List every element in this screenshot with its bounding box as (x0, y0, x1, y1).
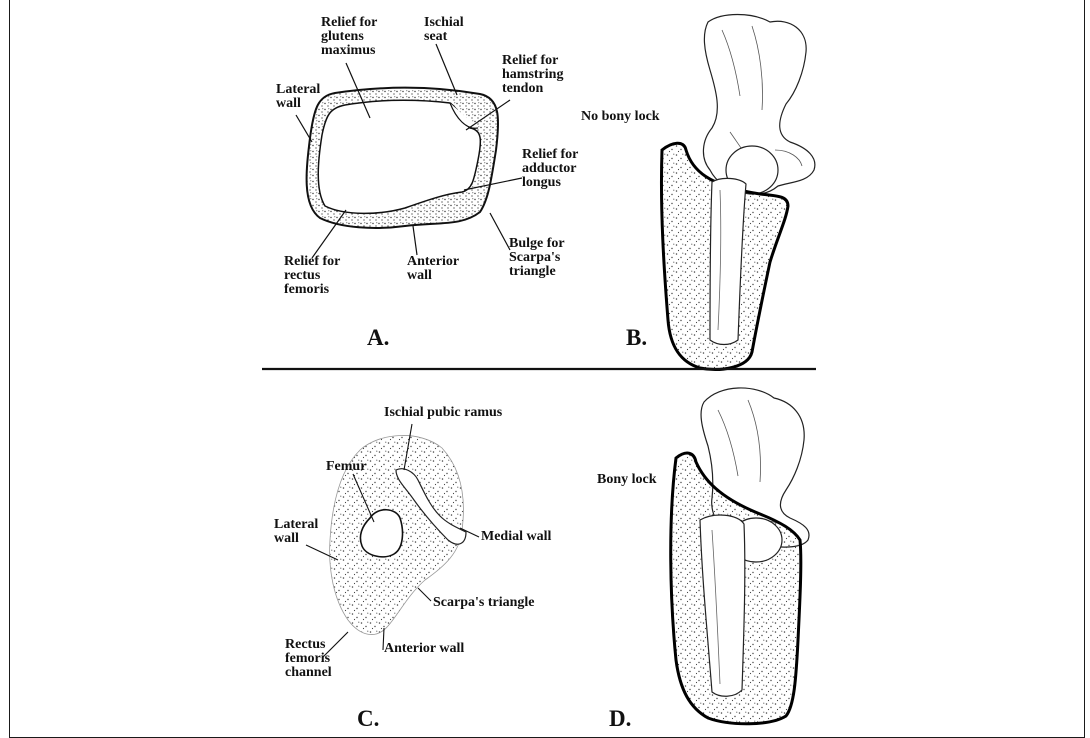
label-bony-lock: Bony lock (597, 473, 657, 487)
panel-letter-c: C. (357, 707, 379, 730)
label-anterior-wall-c: Anterior wall (384, 642, 464, 656)
label-femur: Femur (326, 460, 366, 474)
label-scarpas-triangle: Scarpa's triangle (433, 596, 535, 610)
panel-b-drawing (661, 15, 814, 370)
panel-d-drawing (671, 388, 809, 724)
panel-letter-d: D. (609, 707, 631, 730)
panel-a-socket (307, 88, 499, 228)
label-medial-wall: Medial wall (481, 530, 551, 544)
panel-letter-a: A. (367, 326, 389, 349)
panel-letter-b: B. (626, 326, 647, 349)
label-no-bony-lock: No bony lock (581, 110, 660, 124)
label-ischial-pubic-ramus: Ischial pubic ramus (384, 406, 502, 420)
